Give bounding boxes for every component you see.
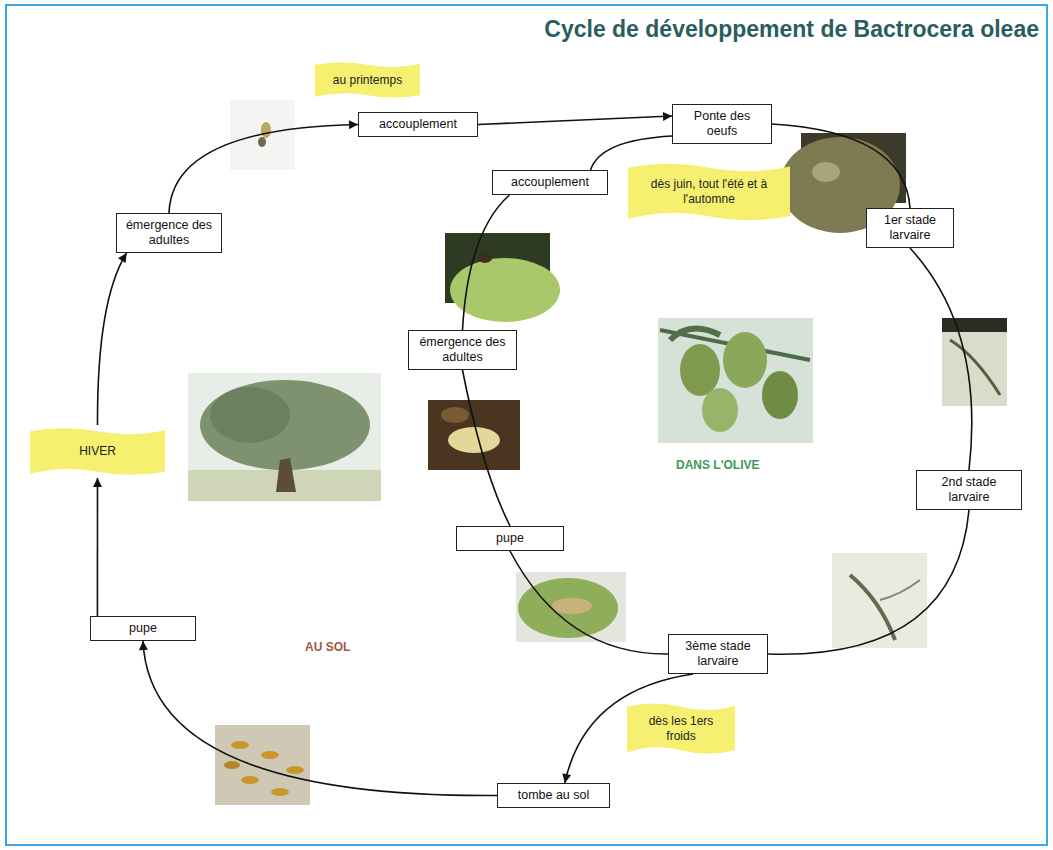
arrow-head bbox=[118, 253, 127, 263]
cycle-connector bbox=[768, 510, 969, 654]
text-group: 1er stade larvaire bbox=[872, 213, 948, 243]
cycle-connector bbox=[510, 551, 668, 654]
cycle-connector bbox=[143, 641, 497, 796]
text-group: tombe au sol bbox=[503, 788, 604, 803]
region-label: DANS L'OLIVE bbox=[676, 458, 760, 472]
photo-ground-pupae bbox=[215, 725, 310, 805]
diagram-title: Cycle de développement de Bactrocera ole… bbox=[544, 16, 1039, 43]
season-banner: au printemps bbox=[315, 60, 420, 100]
stage-box: tombe au sol bbox=[497, 783, 610, 808]
region-label: AU SOL bbox=[305, 640, 350, 654]
photo-larva-2 bbox=[832, 553, 927, 648]
node-text: émergence des adultes bbox=[414, 335, 511, 365]
node-text: pupe bbox=[462, 531, 558, 546]
stage-box: émergence des adultes bbox=[116, 213, 222, 253]
cycle-connector bbox=[772, 124, 910, 208]
node-text: 1er stade larvaire bbox=[872, 213, 948, 243]
arrow-head bbox=[562, 773, 571, 783]
text-group: Ponte des oeufs bbox=[678, 109, 766, 139]
photo-adult bbox=[230, 100, 295, 170]
season-banner: dès les 1ers froids bbox=[627, 700, 735, 757]
banner-outline bbox=[627, 703, 735, 753]
stage-box: accouplement bbox=[492, 170, 608, 195]
node-text: accouplement bbox=[498, 175, 602, 190]
cycle-connector bbox=[910, 248, 972, 470]
arrow-head bbox=[93, 478, 102, 487]
node-text: tombe au sol bbox=[503, 788, 604, 803]
arrow-head bbox=[663, 112, 672, 121]
cycle-connector bbox=[97, 478, 99, 616]
node-text: Ponte des oeufs bbox=[678, 109, 766, 139]
node-text: HIVER bbox=[79, 444, 116, 459]
text-group: émergence des adultes bbox=[122, 218, 216, 248]
cycle-connector bbox=[463, 370, 511, 526]
stage-box: accouplement bbox=[358, 112, 478, 137]
stage-box: Ponte des oeufs bbox=[672, 104, 772, 144]
photo-larva-1 bbox=[942, 318, 1007, 406]
stage-box: pupe bbox=[456, 526, 564, 551]
node-text: dès les 1ers froids bbox=[635, 714, 727, 744]
stage-box: émergence des adultes bbox=[408, 330, 517, 370]
banner-outline bbox=[628, 164, 790, 220]
text-group: émergence des adultes bbox=[414, 335, 511, 365]
season-banner: dès juin, tout l'été et à l'automne bbox=[628, 160, 790, 224]
photo-pupa bbox=[428, 400, 520, 470]
photo-olives bbox=[658, 318, 813, 443]
node-text: 2nd stade larvaire bbox=[922, 475, 1016, 505]
banner-outline bbox=[30, 428, 165, 475]
frame bbox=[6, 5, 1047, 845]
node-text: émergence des adultes bbox=[122, 218, 216, 248]
stage-box: 1er stade larvaire bbox=[866, 208, 954, 248]
text-group: 2nd stade larvaire bbox=[922, 475, 1016, 505]
text-group: accouplement bbox=[364, 117, 472, 132]
photo-adult-on-olive bbox=[445, 233, 560, 322]
node-text: 3ème stade larvaire bbox=[674, 639, 762, 669]
node-text: pupe bbox=[96, 621, 190, 636]
text-group: pupe bbox=[462, 531, 558, 546]
banner-outline bbox=[315, 62, 420, 97]
cycle-connector bbox=[169, 125, 358, 214]
text-group: accouplement bbox=[498, 175, 602, 190]
text-group: dès juin, tout l'été et à l'automne bbox=[636, 177, 782, 207]
text-group: HIVER bbox=[79, 444, 116, 459]
cycle-connector bbox=[97, 253, 126, 425]
cycle-connector bbox=[463, 195, 510, 330]
text-group: pupe bbox=[96, 621, 190, 636]
cycle-connector bbox=[478, 116, 672, 125]
season-banner: HIVER bbox=[30, 425, 165, 478]
text-group: au printemps bbox=[333, 73, 402, 88]
node-text: au printemps bbox=[333, 73, 402, 88]
text-group: 3ème stade larvaire bbox=[674, 639, 762, 669]
stage-box: pupe bbox=[90, 616, 196, 641]
stage-box: 2nd stade larvaire bbox=[916, 470, 1022, 510]
stage-box: 3ème stade larvaire bbox=[668, 634, 768, 674]
node-text: dès juin, tout l'été et à l'automne bbox=[636, 177, 782, 207]
arrow-head bbox=[139, 641, 148, 650]
photo-larva-3 bbox=[516, 572, 626, 642]
text-group: dès les 1ers froids bbox=[635, 714, 727, 744]
photo-olive-tree bbox=[188, 373, 381, 501]
node-text: accouplement bbox=[364, 117, 472, 132]
arrow-head bbox=[349, 120, 358, 129]
